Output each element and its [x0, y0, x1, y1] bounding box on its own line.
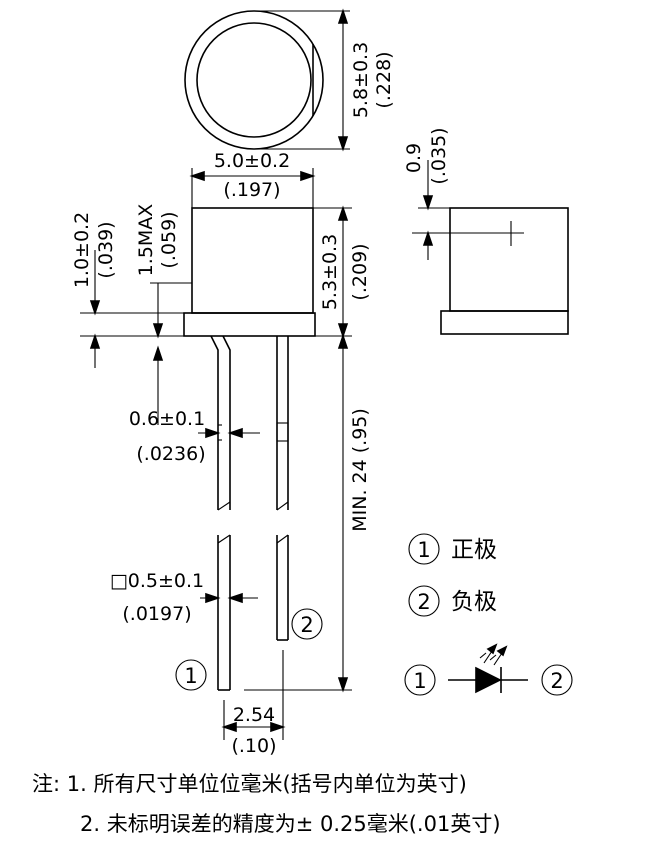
top-diameter-mm: 5.8±0.3	[350, 42, 372, 118]
arrow-up	[337, 8, 349, 24]
standoff-arrow-a	[422, 195, 434, 211]
note-line-2: 2. 未标明误差的精度为± 0.25毫米(.01英寸)	[80, 812, 501, 836]
symbol-pin-1-marker: 1	[413, 669, 426, 693]
pin-1-marker-circle	[175, 659, 207, 691]
lead-1-break-top	[217, 501, 231, 511]
led-flange	[183, 312, 316, 337]
standoff-arrow-b	[422, 230, 434, 246]
legend-pin-2-marker: 2	[417, 590, 430, 614]
lead-1-break-bottom	[217, 534, 231, 544]
flange-dimensions: 1.0±0.2 (.039) 1.5MAX (.059)	[71, 204, 192, 425]
lead-width-arrow-r	[227, 427, 243, 439]
body-width-in: (.197)	[223, 179, 280, 201]
lens-outer-circle	[184, 10, 324, 150]
flange-arrow-b	[89, 333, 101, 349]
pitch-arrow-l	[221, 721, 237, 733]
emission-arrow-1-head	[486, 643, 498, 655]
standoff-view: 0.9 (.035)	[403, 127, 569, 335]
symbol-pin-2-circle	[541, 664, 573, 696]
pitch-dimension: 2.54 (.10)	[221, 650, 286, 757]
lead-square-in: (.0197)	[122, 603, 191, 625]
standoff-base	[440, 310, 569, 335]
standoff-in: (.035)	[428, 127, 450, 184]
body-height-in: (.209)	[349, 243, 371, 300]
emission-arrow-2-head	[496, 645, 508, 657]
legend-pin-1-circle	[408, 533, 440, 565]
arrow-left	[189, 170, 205, 182]
lead-2-notch	[276, 422, 289, 442]
lead-1-bend	[210, 335, 219, 510]
flange-arrow-a	[89, 300, 101, 316]
arrow-down	[337, 136, 349, 152]
flange-max-mm: 1.5MAX	[135, 204, 157, 277]
led-body	[191, 207, 314, 314]
body-height-mm: 5.3±0.3	[319, 234, 341, 310]
legend-pin-1-label: 正极	[451, 537, 497, 563]
lead-width-in: (.0236)	[136, 443, 205, 465]
lead-square-dimension: □0.5±0.1 (.0197)	[110, 570, 258, 625]
pin-markers: 1 2	[175, 608, 323, 691]
flange-height-mm: 1.0±0.2	[71, 212, 93, 288]
flange-max-arrow-b	[152, 345, 164, 361]
body-height-arrow-b	[337, 323, 349, 339]
lead-width-mm: 0.6±0.1	[129, 408, 205, 430]
lead-1-bend-inner	[222, 335, 231, 510]
lead-length-arrow-a	[337, 333, 349, 349]
lead-square-mm: □0.5±0.1	[110, 570, 204, 592]
top-view: 5.8±0.3 (.228)	[184, 8, 395, 152]
lead-width-dimension: 0.6±0.1 (.0236)	[129, 408, 260, 465]
lead-pitch-mm: 2.54	[233, 704, 275, 726]
legend-pin-2-label: 负极	[451, 589, 497, 615]
lead-width-arrow-l	[205, 427, 221, 439]
legend-pin-1-marker: 1	[417, 538, 430, 562]
symbol-pin-2-marker: 2	[550, 669, 563, 693]
symbol-pin-1-circle	[404, 664, 436, 696]
lead-2-break-bottom	[276, 534, 289, 544]
lead-2-break-top	[276, 501, 289, 511]
top-diameter-in: (.228)	[373, 51, 395, 108]
note-line-1: 注: 1. 所有尺寸单位位毫米(括号内单位为英寸)	[32, 772, 467, 796]
flange-height-in: (.039)	[95, 221, 117, 278]
pin-legend: 1 正极 2 负极	[408, 533, 497, 617]
lead-square-arrow-l	[205, 592, 221, 604]
legend-pin-2-circle	[408, 585, 440, 617]
lead-pitch-in: (.10)	[231, 735, 276, 757]
led-symbol: 1 2	[404, 643, 573, 696]
lead-length-dimension: MIN. 24 (.95)	[244, 333, 371, 693]
standoff-mm: 0.9	[403, 143, 425, 173]
lead-min-length: MIN. 24 (.95)	[349, 408, 371, 532]
led-side-view	[183, 207, 316, 691]
arrow-right	[300, 170, 316, 182]
lens-inner-circle	[196, 22, 312, 138]
body-width-dimension: 5.0±0.2 (.197)	[189, 150, 316, 208]
pin-2-marker-circle	[291, 608, 323, 640]
standoff-body	[449, 207, 569, 312]
pin-1-marker-text: 1	[184, 664, 197, 688]
flange-max-arrow-a	[152, 323, 164, 339]
lead-length-arrow-b	[337, 677, 349, 693]
body-height-arrow-a	[337, 205, 349, 221]
flange-max-in: (.059)	[158, 211, 180, 268]
diode-triangle	[475, 666, 502, 694]
pitch-arrow-r	[270, 721, 286, 733]
emission-zig-2	[489, 654, 497, 661]
lead-square-arrow-r	[227, 592, 243, 604]
body-width-mm: 5.0±0.2	[214, 150, 290, 172]
pin-2-marker-text: 2	[300, 613, 313, 637]
body-height-dimension: 5.3±0.3 (.209)	[313, 205, 371, 339]
emission-zig-1	[479, 652, 487, 659]
